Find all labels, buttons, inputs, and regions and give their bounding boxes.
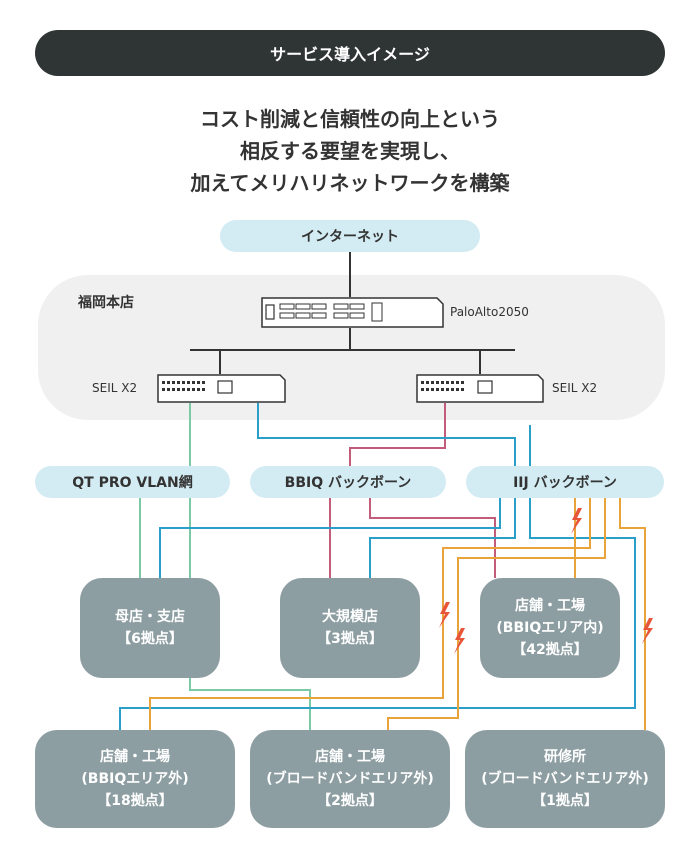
site-name: 店舗・工場: [100, 749, 170, 765]
site-name: 店舗・工場: [515, 598, 585, 614]
line-iij-large: [369, 498, 516, 578]
line-iij-shop-out: [119, 498, 636, 730]
site-count: 【1拠点】: [532, 793, 598, 809]
router-right-label: SEIL X2: [552, 381, 598, 395]
qt-pro-vlan-node: QT PRO VLAN網: [35, 466, 230, 498]
site-large-store: 大規模店 【3拠点】: [280, 578, 420, 678]
line-bb-training: [619, 498, 646, 730]
firewall-device: [261, 297, 444, 328]
site-name: 大規模店: [322, 609, 378, 625]
router-right-device: [416, 374, 544, 403]
site-area: (ブロードバンドエリア外): [266, 771, 434, 787]
site-name: 店舗・工場: [315, 749, 385, 765]
site-shop-bbiq-out: 店舗・工場 (BBIQエリア外) 【18拠点】: [35, 730, 235, 828]
bolt-icon: [439, 602, 450, 628]
bbiq-backbone-node: BBIQ バックボーン: [250, 466, 446, 498]
headline-line-2: 相反する要望を実現し、: [240, 139, 460, 163]
title-banner: サービス導入イメージ: [35, 30, 665, 76]
bolt-icon: [642, 618, 653, 644]
site-area: (BBIQエリア外): [81, 771, 189, 787]
headline-line-3: 加えてメリハリネットワークを構築: [190, 171, 510, 195]
iij-backbone-node: IIJ バックボーン: [466, 466, 664, 498]
site-name: 母店・支店: [115, 609, 185, 625]
site-count: 【3拠点】: [317, 631, 383, 647]
site-area: (ブロードバンドエリア外): [481, 771, 649, 787]
site-area: (BBIQエリア内): [496, 620, 604, 636]
router-left-label: SEIL X2: [92, 381, 138, 395]
site-shop-bbiq-in: 店舗・工場 (BBIQエリア内) 【42拠点】: [480, 578, 620, 678]
wireless-bolts: [439, 508, 653, 654]
site-count: 【6拠点】: [117, 631, 183, 647]
router-left-device: [157, 374, 286, 403]
site-mother-branch: 母店・支店 【6拠点】: [80, 578, 220, 678]
bolt-icon: [454, 628, 465, 654]
site-name: 研修所: [544, 749, 586, 765]
site-count: 【18拠点】: [97, 793, 173, 809]
line-iij-router-left: [257, 403, 516, 466]
internet-node: インターネット: [220, 220, 480, 252]
site-count: 【42拠点】: [512, 642, 588, 658]
site-shop-broadband-out: 店舗・工場 (ブロードバンドエリア外) 【2拠点】: [250, 730, 450, 828]
firewall-label: PaloAlto2050: [450, 305, 529, 319]
headline-line-1: コスト削減と信頼性の向上という: [200, 107, 500, 131]
line-bbiq-router: [349, 403, 446, 466]
site-training-center: 研修所 (ブロードバンドエリア外) 【1拠点】: [465, 730, 665, 828]
line-bb-shop-out: [149, 498, 591, 730]
site-count: 【2拠点】: [317, 793, 383, 809]
hq-label: 福岡本店: [78, 295, 134, 311]
bolt-icon: [571, 508, 582, 534]
line-iij-mother: [159, 498, 501, 578]
